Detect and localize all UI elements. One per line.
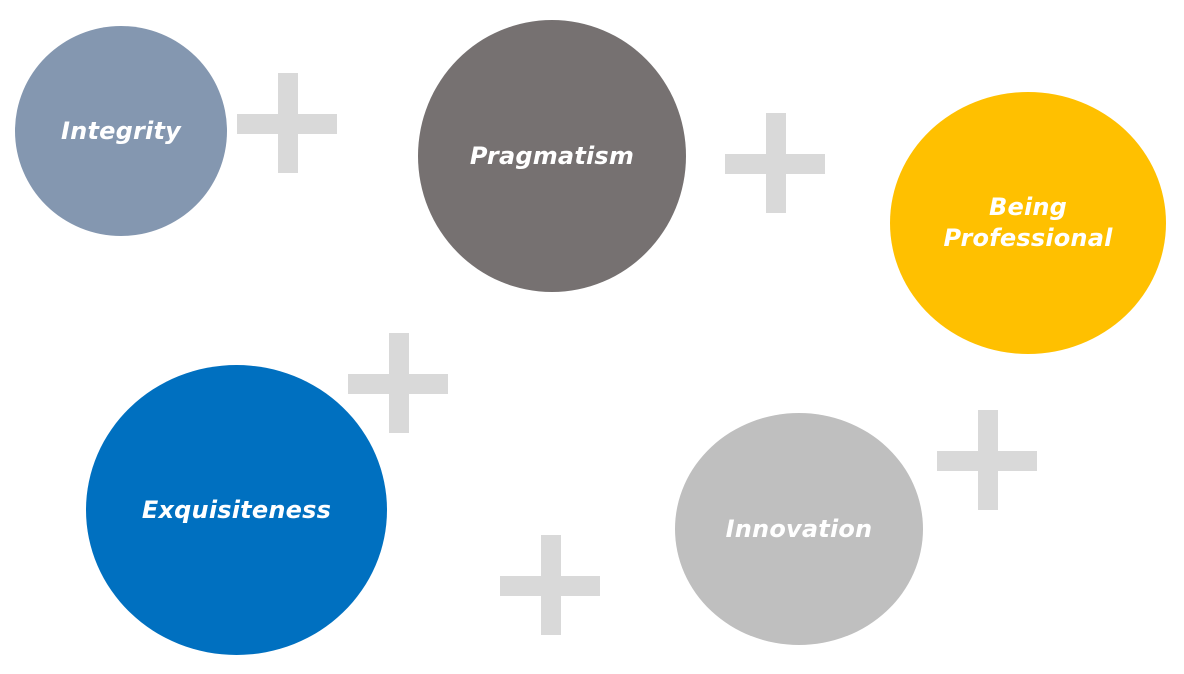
value-circle-innovation: Innovation [675,413,923,645]
value-label: Innovation [725,514,873,543]
value-circle-pragmatism: Pragmatism [418,20,686,292]
plus-icon [937,410,1037,510]
value-circle-being-professional: Being Professional [890,92,1166,354]
value-label: Integrity [61,116,181,145]
plus-icon [725,113,825,213]
value-label: Pragmatism [469,141,635,170]
value-circle-integrity: Integrity [15,26,227,236]
value-label: Exquisiteness [141,495,332,524]
plus-bar-vertical [978,410,998,510]
value-circle-exquisiteness: Exquisiteness [86,365,387,655]
plus-icon [348,333,448,433]
plus-bar-vertical [278,73,298,173]
plus-icon [500,535,600,635]
plus-bar-vertical [541,535,561,635]
value-label: Being Professional [943,193,1113,252]
plus-bar-vertical [766,113,786,213]
plus-bar-vertical [389,333,409,433]
plus-icon [237,73,337,173]
